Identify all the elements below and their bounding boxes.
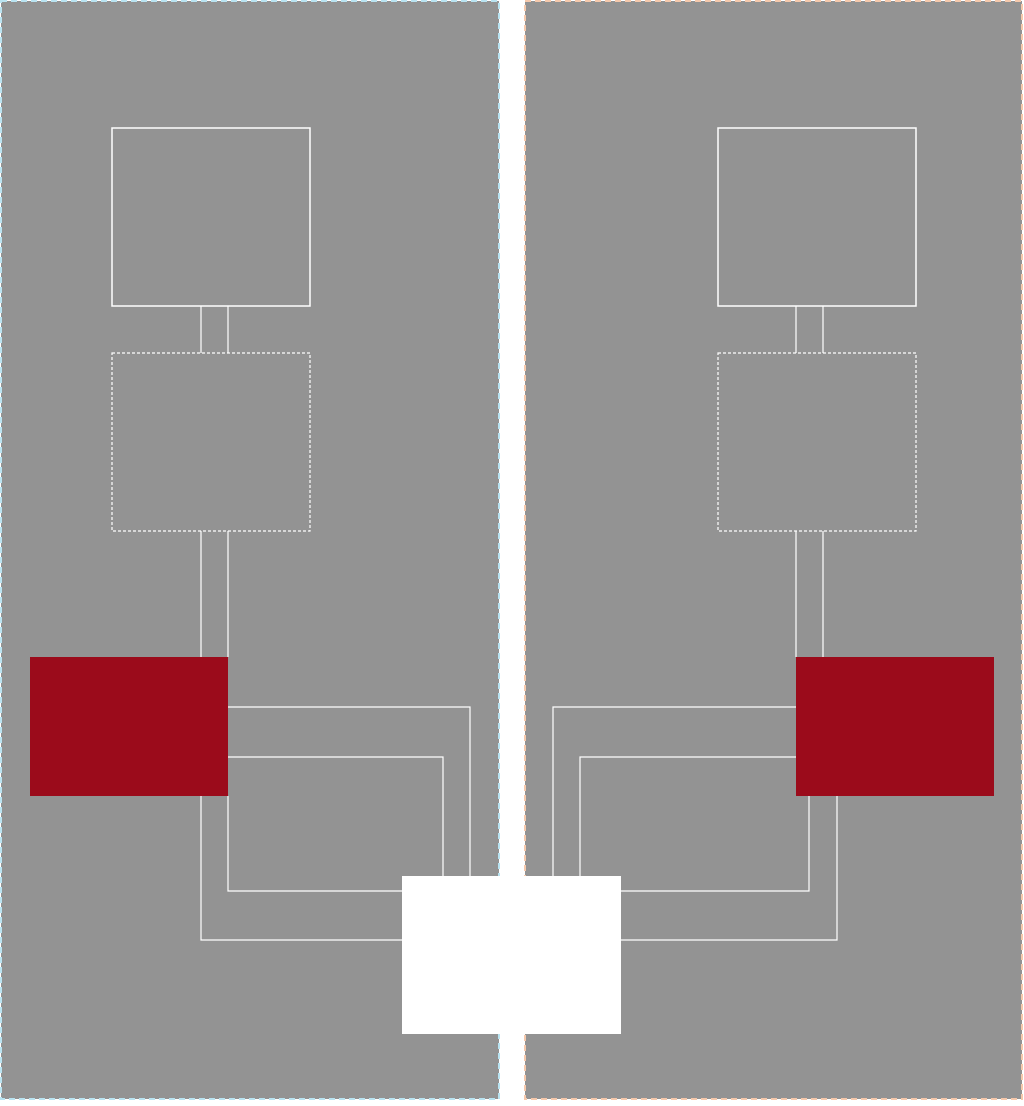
left-route-inner-bottom <box>227 796 402 892</box>
center-shared-block <box>402 876 621 1034</box>
right-top-box <box>717 127 917 307</box>
right-connectors <box>552 306 838 941</box>
left-top-box <box>111 127 311 307</box>
right-route-inner-bottom <box>621 796 810 892</box>
right-highlight-block <box>796 657 994 796</box>
right-middle-box <box>717 352 917 532</box>
left-route-inner-right <box>228 756 444 876</box>
right-route-outer-left <box>552 706 796 876</box>
left-route-outer-bottom <box>200 796 402 941</box>
left-connectors <box>200 306 471 941</box>
left-middle-box <box>111 352 311 532</box>
left-route-outer-right <box>228 706 471 876</box>
left-highlight-block <box>30 657 228 796</box>
right-route-outer-bottom <box>621 796 838 941</box>
right-route-inner-left <box>579 756 796 876</box>
